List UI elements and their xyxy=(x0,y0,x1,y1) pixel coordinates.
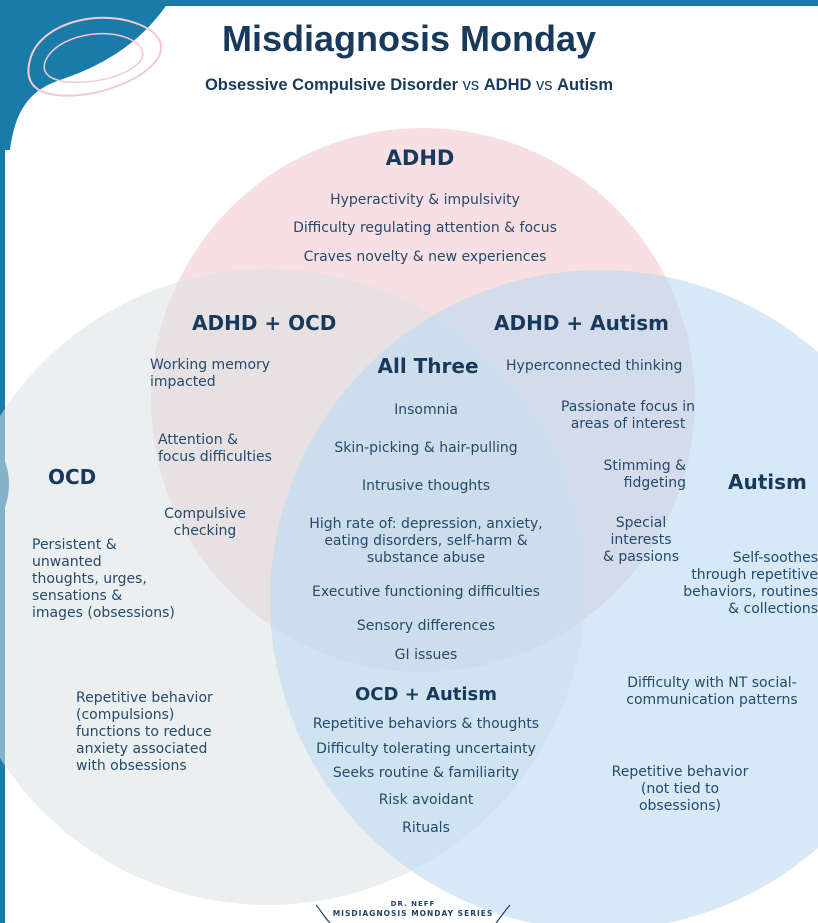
adhd-item: Hyperactivity & impulsivity xyxy=(330,192,520,208)
ocd-autism-item: Repetitive behaviors & thoughts xyxy=(312,716,540,732)
all-three-item: Intrusive thoughts xyxy=(362,478,490,494)
adhd-autism-item: Passionate focus in areas of interest xyxy=(560,399,695,432)
ocd-autism-label: OCD + Autism xyxy=(354,684,498,705)
ocd-autism-item: Risk avoidant xyxy=(378,792,474,808)
ocd-autism-item: Difficulty tolerating uncertainty xyxy=(316,741,536,757)
adhd-ocd-item: Working memory impacted xyxy=(150,357,271,390)
all-three-label: All Three xyxy=(377,354,479,378)
autism-circle xyxy=(270,270,818,923)
subtitle-vs: vs xyxy=(462,76,480,94)
all-three-item: Sensory differences xyxy=(356,618,496,634)
adhd-item: Craves novelty & new experiences xyxy=(303,249,547,265)
ocd-item: Repetitive behavior (compulsions) functi… xyxy=(76,690,213,774)
adhd-ocd-item: Compulsive checking xyxy=(164,506,246,539)
subtitle-adhd: ADHD xyxy=(483,76,532,94)
autism-item: Self-soothes through repetitive behavior… xyxy=(683,550,818,617)
ocd-autism-item: Seeks routine & familiarity xyxy=(332,765,520,781)
page-subtitle: Obsessive Compulsive Disorder vs ADHD vs… xyxy=(0,76,818,95)
adhd-ocd-label: ADHD + OCD xyxy=(192,311,337,335)
footer-author: DR. NEFF xyxy=(390,900,436,908)
all-three-item: Skin-picking & hair-pulling xyxy=(334,440,518,456)
corner-swirl-decoration-2 xyxy=(43,32,144,84)
adhd-autism-item: Stimming & fidgeting xyxy=(603,458,686,491)
all-three-item: Insomnia xyxy=(394,402,458,418)
footer-laurel-right xyxy=(495,904,511,923)
adhd-autism-item: Hyperconnected thinking xyxy=(506,358,683,374)
subtitle-ocd: Obsessive Compulsive Disorder xyxy=(204,76,459,94)
subtitle-vs: vs xyxy=(536,76,553,94)
autism-item: Difficulty with NT social- communication… xyxy=(626,675,798,708)
adhd-label: ADHD xyxy=(385,146,455,170)
adhd-autism-item: Special interests & passions xyxy=(602,515,680,565)
all-three-item: Executive functioning difficulties xyxy=(312,584,540,600)
ocd-autism-item: Rituals xyxy=(402,820,450,836)
page-title: Misdiagnosis Monday xyxy=(221,18,597,59)
autism-label: Autism xyxy=(728,470,807,494)
adhd-autism-label: ADHD + Autism xyxy=(494,311,669,335)
footer-series: MISDIAGNOSIS MONDAY SERIES xyxy=(332,909,494,918)
all-three-item: GI issues xyxy=(394,647,458,663)
adhd-ocd-item: Attention & focus difficulties xyxy=(158,432,272,465)
footer-laurel-left xyxy=(315,904,331,923)
ocd-label: OCD xyxy=(48,465,97,489)
adhd-item: Difficulty regulating attention & focus xyxy=(293,220,557,236)
ocd-item: Persistent & unwanted thoughts, urges, s… xyxy=(32,537,175,621)
corner-swirl-decoration xyxy=(27,16,163,97)
top-accent-bar xyxy=(150,0,818,6)
all-three-item: High rate of: depression, anxiety, eatin… xyxy=(309,516,543,566)
subtitle-autism: Autism xyxy=(557,76,614,94)
autism-item: Repetitive behavior (not tied to obsessi… xyxy=(611,764,749,814)
